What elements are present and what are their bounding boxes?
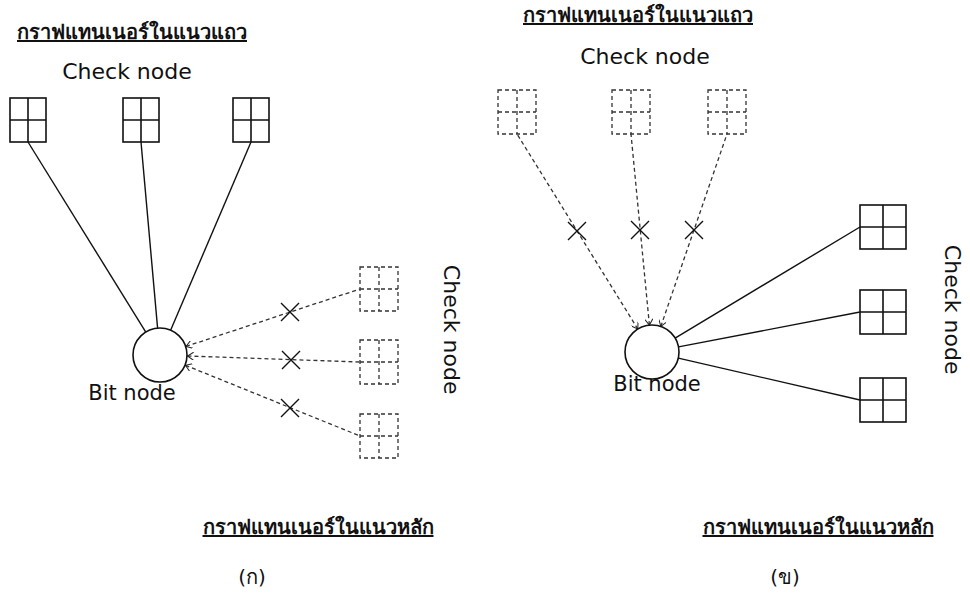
cross-mark [281,303,299,321]
graph-title: กราฟแทนเนอร์ในแนวหลัก [703,516,934,539]
cross-mark [281,399,299,417]
cross-marks [281,303,300,417]
dashed-link [186,289,360,346]
check-box-solid [10,98,269,142]
cross-mark [685,221,703,239]
cross-mark [568,222,586,240]
check-box-grid [360,340,398,384]
check-box-grid [860,290,906,334]
solid-link [171,142,251,330]
check-box [860,290,906,334]
check-box [612,90,650,134]
check-box-grid [860,205,906,249]
graph-title: กราฟแทนเนอร์ในแนวแถว [523,4,753,27]
bit-node: Bit node [70,325,195,411]
check-box-grid [860,378,906,422]
node-label: Bit node [88,381,176,405]
bit-node-circle [625,325,679,379]
solid-link [675,227,860,338]
group-label: Check node [940,245,965,375]
check-box [360,267,398,311]
dashed-links [517,134,727,329]
dashed-link [661,134,727,327]
check-box [860,378,906,422]
check-box-solid [860,205,906,422]
check-box-grid [498,90,536,134]
group-label: Check node [439,265,464,395]
cross-mark [631,221,649,239]
check-box [10,98,46,142]
cross-marks [568,221,703,240]
check-box [498,90,536,134]
check-box-dashed [360,267,398,458]
dashed-link [188,356,361,362]
group-label: Check node [62,59,192,84]
dashed-link [186,365,361,436]
dashed-link [517,134,638,329]
solid-links [675,227,860,400]
check-box-grid [612,90,650,134]
cross-mark [282,351,300,369]
bit-node-circle [133,328,187,382]
check-box [233,98,269,142]
panel-label: (ข) [770,566,800,589]
solid-links [28,142,251,332]
graph-title: กราฟแทนเนอร์ในแนวหลัก [203,516,434,539]
graph-title: กราฟแทนเนอร์ในแนวแถว [17,21,247,44]
check-box-grid [360,267,398,311]
check-box [860,205,906,249]
check-box [360,340,398,384]
panel-label: (ก) [238,566,266,589]
solid-link [28,142,146,332]
check-box [708,90,746,134]
dashed-links [186,289,361,436]
bit-node: Bit node [600,322,715,408]
check-box-grid [233,98,269,142]
check-box-grid [10,98,46,142]
solid-link [679,312,861,347]
check-box-grid [360,414,398,458]
check-box [360,414,398,458]
solid-link [141,142,158,328]
dashed-link [631,134,649,325]
check-box-dashed [498,90,746,134]
check-box [123,98,159,142]
node-label: Bit node [613,372,701,396]
check-box-grid [123,98,159,142]
solid-link [678,358,860,400]
check-box-grid [708,90,746,134]
group-label: Check node [580,44,710,69]
